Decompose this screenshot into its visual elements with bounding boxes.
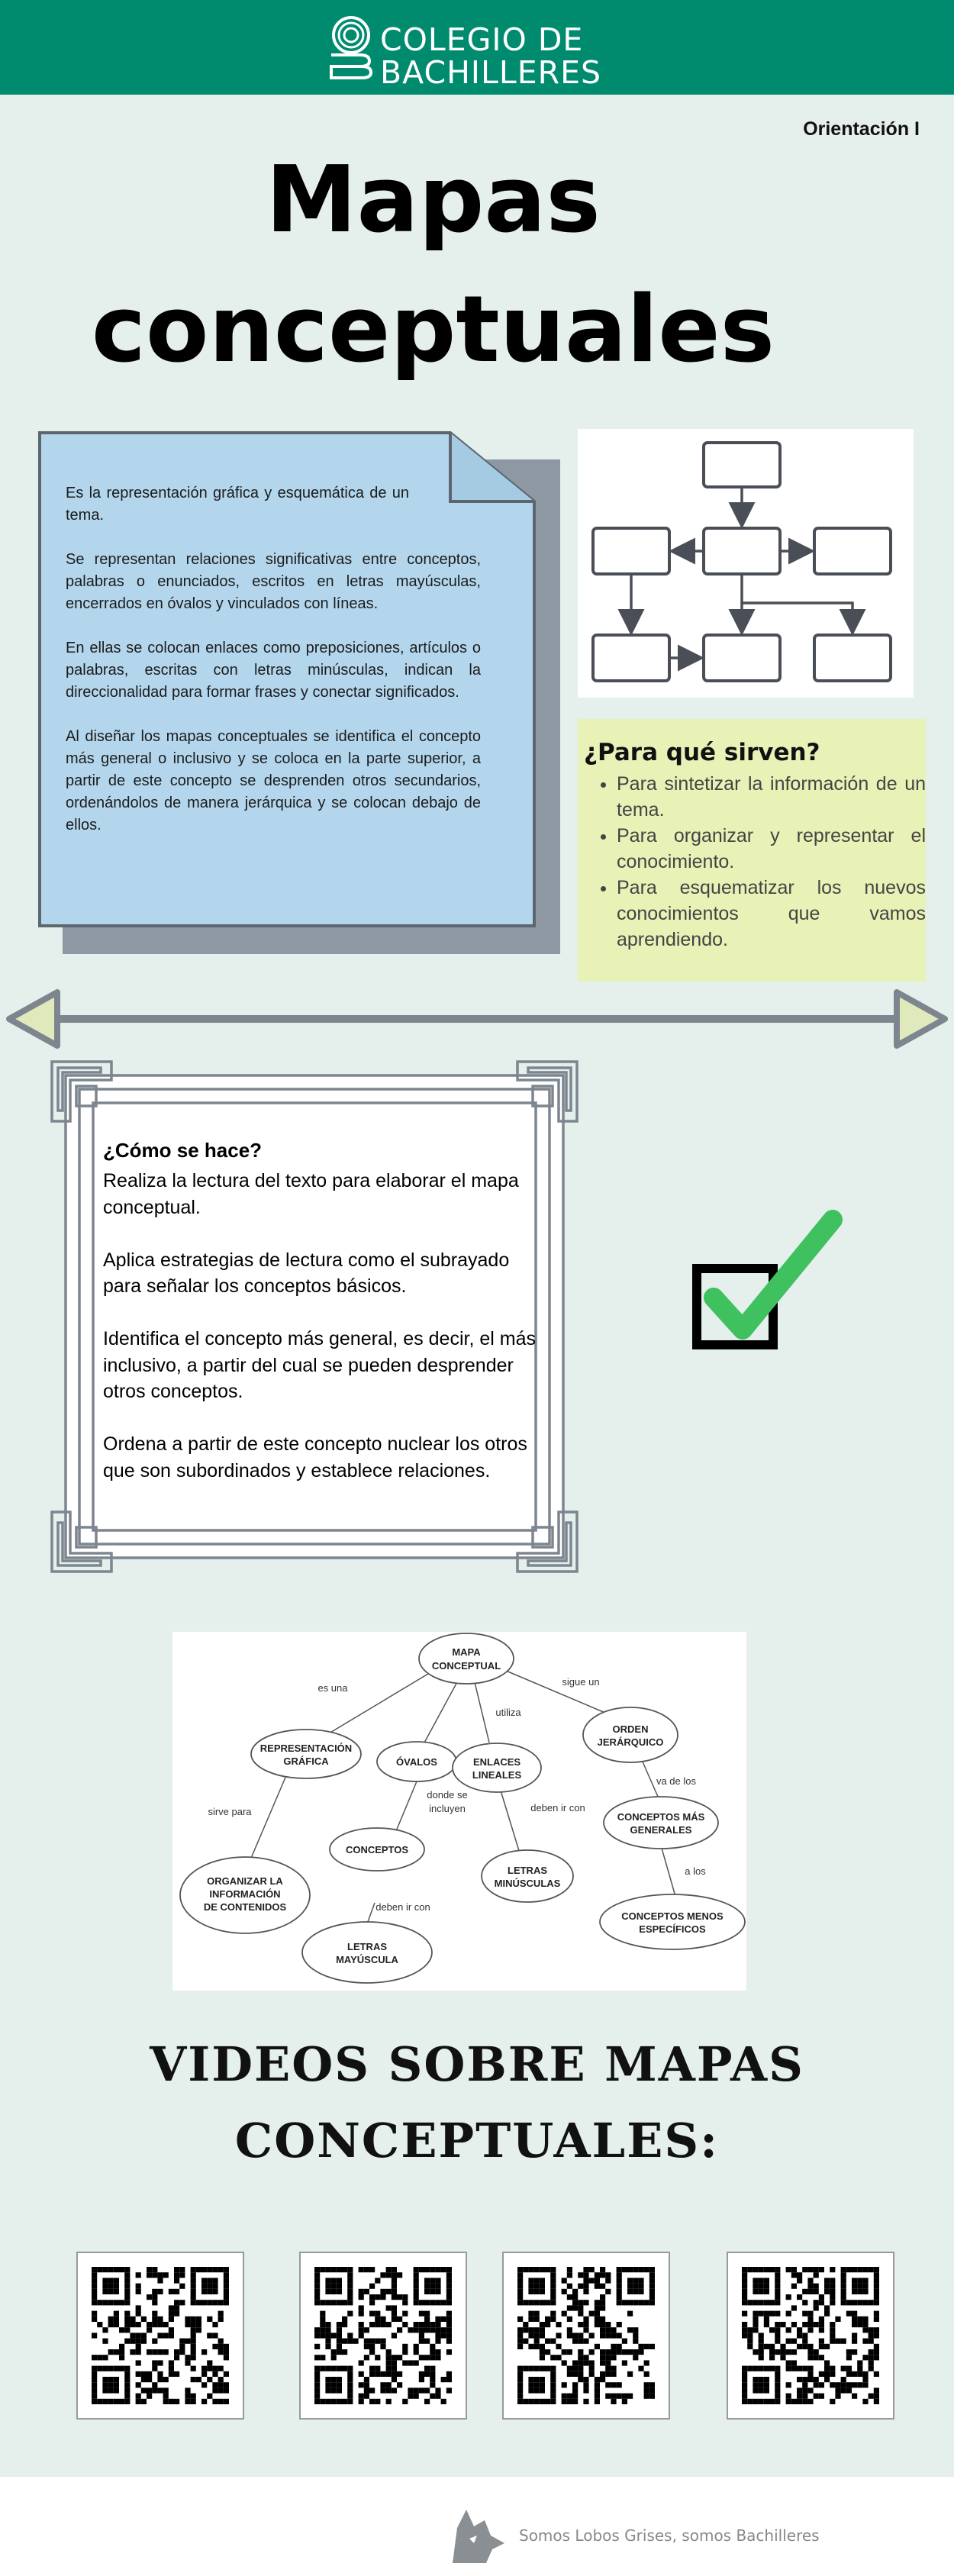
checkmark-icon	[692, 1210, 843, 1349]
qr-code-video-1[interactable]	[76, 2252, 244, 2420]
flowchart-icon	[591, 441, 892, 682]
qr-code-icon	[742, 2267, 879, 2404]
qr-code-video-2[interactable]	[299, 2252, 467, 2420]
concept-node-label: LETRAS	[347, 1941, 387, 1952]
header-bar	[0, 0, 954, 95]
usage-title: ¿Para qué sirven?	[584, 739, 820, 766]
link-label: sigue un	[562, 1676, 599, 1688]
concept-map-diagram: MAPA CONCEPTUAL REPRESENTACIÓN GRÁFICA Ó…	[179, 1633, 746, 1984]
qr-code-video-3[interactable]	[502, 2252, 670, 2420]
how-to-step: Ordena a partir de este concepto nuclear…	[103, 1433, 527, 1481]
concept-node-label: INFORMACIÓN	[209, 1888, 280, 1900]
concept-node-label: ORGANIZAR LA	[207, 1875, 283, 1887]
usage-box	[578, 719, 926, 982]
how-to-step: Identifica el concepto más general, es d…	[103, 1328, 536, 1402]
concept-node-label: GENERALES	[630, 1824, 692, 1836]
qr-code-icon	[314, 2267, 452, 2404]
definition-text: Es la representación gráfica y esquemáti…	[66, 482, 481, 859]
concept-node-label: JERÁRQUICO	[598, 1736, 664, 1748]
brand-line-1: COLEGIO DE	[380, 21, 584, 58]
link-label: deben ir con	[375, 1901, 430, 1913]
concept-node-label: ENLACES	[473, 1756, 521, 1768]
definition-card	[38, 431, 536, 927]
videos-title-line-2: CONCEPTUALES:	[234, 2113, 720, 2168]
concept-node-label: LINEALES	[472, 1769, 522, 1781]
concept-node-label: GRÁFICA	[283, 1755, 329, 1767]
qr-code-video-4[interactable]	[727, 2252, 894, 2420]
definition-paragraph: En ellas se colocan enlaces como preposi…	[66, 640, 481, 701]
link-label: incluyen	[429, 1803, 466, 1814]
how-to-title: ¿Cómo se hace?	[103, 1139, 263, 1162]
definition-paragraph: Al diseñar los mapas conceptuales se ide…	[66, 728, 481, 833]
link-label: es una	[317, 1682, 348, 1694]
title-line-1: Mapas	[266, 147, 601, 253]
subject-label: Orientación I	[803, 118, 920, 140]
link-label: a los	[685, 1865, 706, 1877]
concept-node-label: CONCEPTOS MÁS	[617, 1811, 705, 1823]
link-label: deben ir con	[530, 1802, 585, 1814]
link-label: va de los	[656, 1775, 697, 1787]
how-to-step: Realiza la lectura del texto para elabor…	[103, 1170, 519, 1218]
list-item: Para organizar y representar el conocimi…	[617, 823, 926, 875]
qr-code-icon	[92, 2267, 229, 2404]
videos-title-line-1: VIDEOS SOBRE MAPAS	[150, 2036, 804, 2092]
how-to-steps: Realiza la lectura del texto para elabor…	[103, 1168, 546, 1510]
list-item: Para sintetizar la información de un tem…	[617, 771, 926, 823]
concept-node-label: ORDEN	[613, 1723, 649, 1735]
concept-node-label: CONCEPTOS MENOS	[621, 1910, 724, 1922]
footer-tagline: Somos Lobos Grises, somos Bachilleres	[519, 2526, 820, 2545]
ornamental-frame	[50, 1060, 579, 1573]
concept-node-label: MAYÚSCULA	[336, 1954, 398, 1965]
definition-paragraph: Se representan relaciones significativas…	[66, 551, 481, 612]
title-line-2: conceptuales	[91, 277, 775, 383]
concept-node-label: ÓVALOS	[396, 1756, 437, 1768]
concept-node-label: REPRESENTACIÓN	[260, 1743, 352, 1754]
concept-node-label: MINÚSCULAS	[495, 1878, 561, 1889]
concept-node-label: LETRAS	[508, 1865, 547, 1876]
concept-node-label: ESPECÍFICOS	[639, 1923, 706, 1935]
flowchart-image	[578, 429, 914, 698]
link-label: sirve para	[208, 1806, 252, 1817]
list-item: Para esquematizar los nuevos conocimient…	[617, 875, 926, 953]
videos-section-title: VIDEOS SOBRE MAPAS CONCEPTUALES:	[95, 2026, 859, 2179]
how-to-step: Aplica estrategias de lectura como el su…	[103, 1249, 510, 1298]
page-title: Mapas conceptuales	[69, 136, 798, 395]
concept-node-label: MAPA	[452, 1646, 481, 1658]
concept-map-image: MAPA CONCEPTUAL REPRESENTACIÓN GRÁFICA Ó…	[172, 1632, 746, 1991]
wolf-logo-icon	[453, 2510, 504, 2563]
definition-paragraph: Es la representación gráfica y esquemáti…	[66, 485, 409, 524]
concept-node-label: CONCEPTUAL	[432, 1660, 501, 1672]
brand-line-2: BACHILLERES	[380, 54, 602, 91]
double-arrow-icon	[6, 989, 948, 1049]
link-label: donde se	[427, 1789, 468, 1801]
link-label: utiliza	[495, 1707, 521, 1718]
concept-node-label: CONCEPTOS	[346, 1844, 408, 1855]
usage-list: Para sintetizar la información de un tem…	[595, 771, 926, 953]
qr-code-icon	[517, 2267, 655, 2404]
college-logo-icon	[330, 16, 373, 79]
concept-node-label: DE CONTENIDOS	[204, 1901, 287, 1913]
